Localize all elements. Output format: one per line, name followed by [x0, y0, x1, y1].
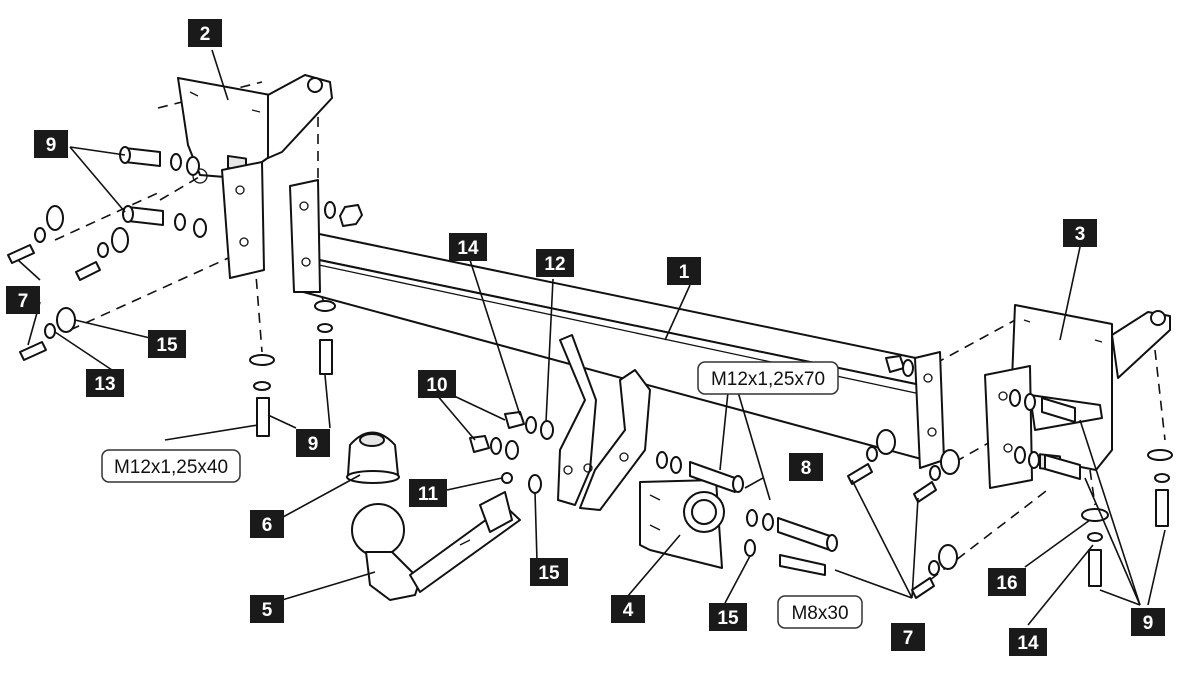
badge-16: 16: [988, 568, 1026, 596]
svg-text:15: 15: [717, 608, 739, 629]
svg-text:M12x1,25x40: M12x1,25x40: [114, 457, 228, 478]
callout-m8x30: M8x30: [777, 595, 863, 629]
svg-text:M12x1,25x70: M12x1,25x70: [711, 369, 825, 390]
size-callouts: M12x1,25x70 M12x1,25x40 M8x30: [101, 361, 863, 629]
badge-9-left: 9: [34, 130, 68, 158]
svg-text:6: 6: [262, 515, 273, 536]
badge-13: 13: [86, 369, 124, 397]
badge-7-right: 7: [891, 623, 925, 651]
center-fasteners: [469, 411, 838, 576]
leader-lines: [17, 49, 1166, 626]
svg-text:9: 9: [1143, 613, 1154, 634]
svg-text:15: 15: [538, 563, 560, 584]
svg-text:13: 13: [94, 374, 115, 395]
part-6-ball-cover: [346, 431, 400, 484]
badge-15-left: 15: [148, 330, 186, 358]
socket-mount-plates: [557, 334, 651, 511]
svg-text:14: 14: [1017, 633, 1039, 654]
svg-text:3: 3: [1075, 224, 1086, 245]
part-2-left-bracket: [177, 74, 333, 293]
svg-text:9: 9: [308, 434, 319, 455]
svg-text:5: 5: [262, 600, 273, 621]
badge-4: 4: [611, 595, 645, 623]
svg-text:8: 8: [801, 458, 812, 479]
part-5-tow-ball: [351, 491, 521, 601]
svg-text:9: 9: [46, 135, 57, 156]
badge-9-right: 9: [1131, 608, 1165, 636]
badge-10: 10: [418, 370, 456, 398]
svg-text:15: 15: [156, 335, 178, 356]
badge-8: 8: [789, 453, 823, 481]
part-1-cross-beam: [295, 229, 936, 461]
svg-text:10: 10: [426, 375, 447, 396]
badge-3: 3: [1063, 219, 1097, 247]
part-badges: 1 2 3 4 5 6 7 7 8 9 9 9 10 11 12 13 14 1…: [6, 19, 1165, 656]
callout-m12x40: M12x1,25x40: [101, 449, 241, 483]
badge-7-left: 7: [6, 286, 40, 314]
svg-text:12: 12: [544, 254, 565, 275]
badge-15-right: 15: [709, 603, 747, 631]
svg-text:2: 2: [200, 24, 211, 45]
svg-text:11: 11: [418, 484, 439, 505]
part-4-socket-plate: [639, 479, 725, 569]
svg-text:7: 7: [903, 628, 914, 649]
badge-14-center: 14: [449, 233, 487, 261]
badge-2: 2: [188, 19, 222, 47]
right-fasteners: [847, 355, 1173, 599]
badge-9-center: 9: [296, 429, 330, 457]
svg-text:16: 16: [996, 573, 1017, 594]
badge-11: 11: [409, 479, 447, 507]
svg-text:7: 7: [18, 291, 29, 312]
badge-5: 5: [250, 595, 284, 623]
badge-15-center: 15: [530, 558, 568, 586]
badge-14-right: 14: [1009, 628, 1047, 656]
svg-text:1: 1: [679, 262, 690, 283]
badge-12: 12: [536, 249, 574, 277]
svg-text:M8x30: M8x30: [791, 603, 848, 624]
badge-1: 1: [667, 257, 701, 285]
badge-6: 6: [250, 510, 284, 538]
callout-m12x70: M12x1,25x70: [697, 361, 839, 395]
svg-text:4: 4: [623, 600, 634, 621]
svg-text:14: 14: [457, 238, 479, 259]
